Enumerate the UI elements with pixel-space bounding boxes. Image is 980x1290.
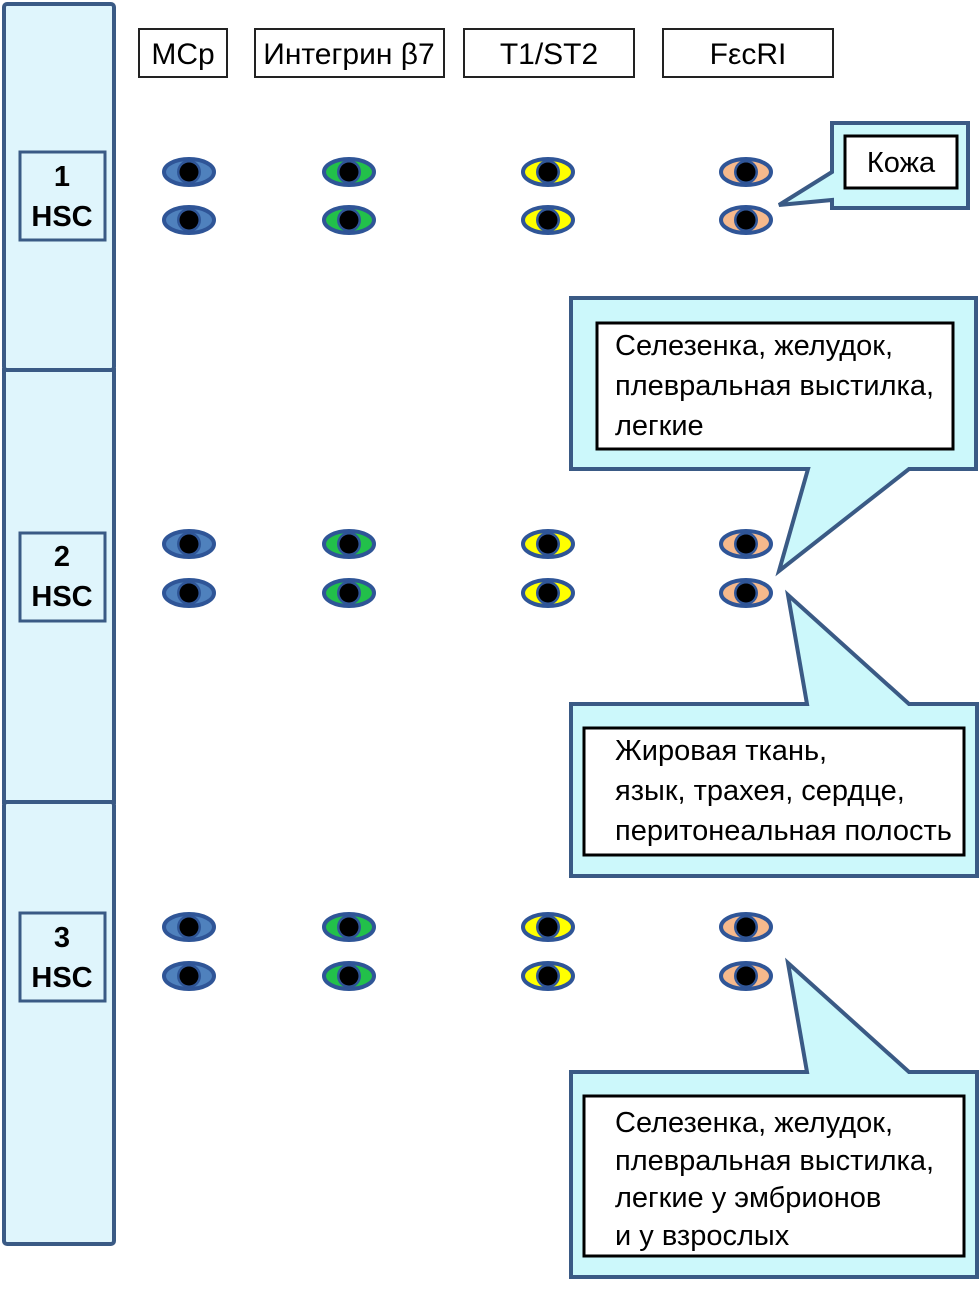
hsc-number: 3: [54, 922, 70, 954]
hsc-box-1: 1 HSC: [18, 150, 107, 242]
eye-pupil: [538, 583, 558, 603]
eye-icon: [521, 578, 575, 608]
hsc-box-3: 3 HSC: [18, 911, 107, 1003]
eye-pupil: [179, 583, 199, 603]
eye-icon: [322, 961, 376, 991]
eye-icon: [719, 157, 773, 187]
callout-text-line: перитонеальная полость: [615, 815, 952, 847]
eye-pupil: [179, 966, 199, 986]
eye-pupil: [538, 162, 558, 182]
column-header-integrin: Интегрин β7: [254, 28, 445, 78]
eye-pupil: [538, 210, 558, 230]
hsc-number: 1: [54, 161, 70, 193]
hsc-box-2: 2 HSC: [18, 531, 107, 623]
callout-text: Кожа: [867, 147, 936, 179]
eye-pupil: [339, 534, 359, 554]
eye-pupil: [538, 966, 558, 986]
hsc-label: HSC: [31, 962, 92, 994]
eye-pupil: [736, 210, 756, 230]
column-header-mcp: MCp: [138, 28, 228, 78]
eye-icon: [162, 529, 216, 559]
callout-embryo-adult: Селезенка, желудок, плевральная выстилка…: [569, 957, 979, 1279]
eye-icon: [322, 157, 376, 187]
header-label: FεcRI: [710, 38, 787, 71]
eye-pupil: [339, 210, 359, 230]
eye-pupil: [736, 162, 756, 182]
callout-text-line: язык, трахея, сердце,: [615, 775, 905, 807]
eye-icon: [719, 578, 773, 608]
callout-text-line: и у взрослых: [615, 1220, 790, 1252]
callout-skin: Кожа: [777, 121, 970, 210]
eye-pupil: [339, 162, 359, 182]
eye-pupil: [736, 966, 756, 986]
callout-text-line: Селезенка, желудок,: [615, 1107, 893, 1139]
eye-pupil: [339, 966, 359, 986]
callout-text-line: Селезенка, желудок,: [615, 330, 893, 362]
callout-text-line: плевральная выстилка,: [615, 1145, 934, 1177]
hsc-number: 2: [54, 541, 70, 573]
eye-icon: [322, 912, 376, 942]
hsc-label: HSC: [31, 581, 92, 613]
eye-pupil: [538, 534, 558, 554]
eye-pupil: [339, 917, 359, 937]
eye-pupil: [736, 583, 756, 603]
eye-icon: [521, 961, 575, 991]
eye-icon: [719, 912, 773, 942]
callout-text-line: Жировая ткань,: [615, 735, 827, 767]
eye-icon: [162, 578, 216, 608]
header-label: T1/ST2: [500, 38, 598, 71]
hsc-label: HSC: [31, 201, 92, 233]
eye-icon: [521, 205, 575, 235]
callout-text-line: легкие: [615, 410, 704, 442]
eye-icon: [322, 205, 376, 235]
eye-pupil: [736, 917, 756, 937]
eye-pupil: [179, 210, 199, 230]
eye-pupil: [736, 534, 756, 554]
eye-pupil: [339, 583, 359, 603]
eye-icon: [719, 529, 773, 559]
hsc-section-3: [2, 800, 116, 1246]
callout-adipose: Жировая ткань, язык, трахея, сердце, пер…: [569, 589, 979, 878]
eye-pupil: [179, 534, 199, 554]
eye-pupil: [179, 162, 199, 182]
eye-icon: [521, 529, 575, 559]
eye-icon: [322, 578, 376, 608]
eye-pupil: [538, 917, 558, 937]
eye-icon: [162, 961, 216, 991]
eye-icon: [162, 912, 216, 942]
eye-icon: [521, 157, 575, 187]
eye-icon: [162, 205, 216, 235]
header-label: Интегрин β7: [263, 38, 434, 71]
callout-text-line: легкие у эмбрионов: [615, 1182, 881, 1214]
eye-icon: [521, 912, 575, 942]
header-label: MCp: [151, 38, 214, 71]
callout-spleen-stomach: Селезенка, желудок, плевральная выстилка…: [569, 296, 978, 577]
eye-icon: [719, 961, 773, 991]
eye-icon: [719, 205, 773, 235]
eye-pupil: [179, 917, 199, 937]
column-header-t1st2: T1/ST2: [463, 28, 635, 78]
eye-icon: [322, 529, 376, 559]
cell-eyes: [162, 157, 773, 991]
eye-icon: [162, 157, 216, 187]
column-header-fcri: FεcRI: [662, 28, 834, 78]
callout-text-line: плевральная выстилка,: [615, 370, 934, 402]
